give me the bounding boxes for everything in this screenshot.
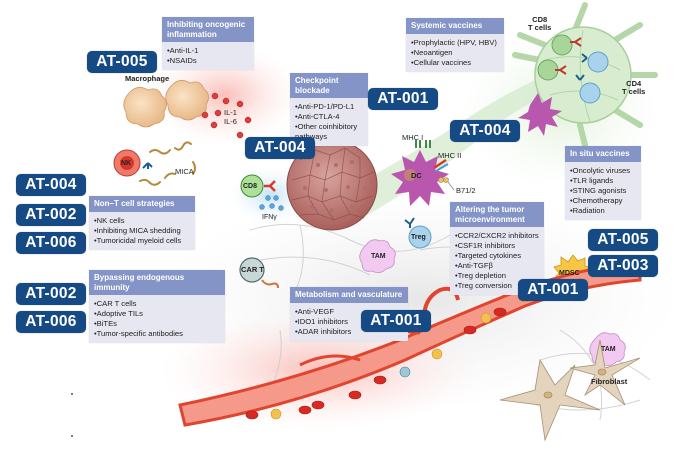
box-title: Altering the tumor microenvironment [450, 202, 544, 227]
code-badge-metabolism[interactable]: AT-001 [361, 310, 431, 332]
macrophage-label: Macrophage [125, 74, 170, 83]
box-title: Systemic vaccines [406, 18, 504, 34]
cd8-t-cells-label: CD8 T cells [528, 15, 552, 32]
code-badge-mdsc-1[interactable]: AT-005 [588, 229, 658, 251]
box-item: NK cells [94, 216, 190, 226]
box-title: Checkpoint blockade [290, 73, 368, 98]
code-badge-bypass-2[interactable]: AT-006 [16, 311, 86, 333]
box-item: Anti-IL-1 [167, 46, 249, 56]
mhc1-label: MHC I [402, 133, 424, 142]
cd4-t-cells-label: CD4 T cells [622, 79, 646, 96]
box-item: Chemotherapy [570, 196, 636, 206]
code-badge-bypass-1[interactable]: AT-002 [16, 283, 86, 305]
box-title: Bypassing endogenous immunity [89, 270, 225, 295]
box-item: Anti-CTLA-4 [295, 112, 363, 122]
box-item: Inhibiting MICA shedding [94, 226, 190, 236]
box-checkpoint: Checkpoint blockade Anti-PD-1/PD-L1 Anti… [290, 73, 368, 146]
box-item: Treg depletion [455, 271, 539, 281]
mdsc-label: MDSC [559, 270, 580, 277]
box-item: CCR2/CXCR2 inhibitors [455, 231, 539, 241]
box-item: TLR ligands [570, 176, 636, 186]
cd8-label: CD8 [243, 183, 258, 190]
box-item: Adoptive TILs [94, 309, 220, 319]
box-title: Metabolism and vasculature [290, 287, 408, 303]
dendritic-cell-migrating [518, 93, 562, 136]
box-item: CSF1R inhibitors [455, 241, 539, 251]
box-item: Tumoricidal myeloid cells [94, 236, 190, 246]
nk-label: NK [121, 160, 132, 167]
car-t-cell [239, 257, 279, 289]
box-item: ADAR inhibitors [295, 327, 403, 337]
box-item: STING agonists [570, 186, 636, 196]
mica-label: MICA [175, 167, 194, 176]
box-non-t-cell: Non–T cell strategies NK cells Inhibitin… [89, 196, 195, 250]
lymph-path [330, 70, 570, 225]
box-item: Oncolytic viruses [570, 166, 636, 176]
ifng-dots [259, 195, 284, 211]
code-badge-mdsc-2[interactable]: AT-003 [588, 255, 658, 277]
box-item: Radiation [570, 206, 636, 216]
box-item: Other coinhibitory pathways [295, 122, 365, 142]
code-badge-tumor[interactable]: AT-004 [245, 137, 315, 159]
box-bypassing: Bypassing endogenous immunity CAR T cell… [89, 270, 225, 343]
treg-label: Treg [411, 234, 426, 241]
tam-cell [359, 239, 396, 273]
box-item: Anti-VEGF [295, 307, 403, 317]
box-systemic-vaccines: Systemic vaccines Prophylactic (HPV, HBV… [406, 18, 504, 72]
lymph-node [512, 2, 658, 148]
stray-mark [71, 393, 73, 395]
box-item: CAR T cells [94, 299, 220, 309]
il6-label: IL-6 [224, 117, 237, 126]
nk-cell [113, 149, 153, 177]
box-inflammation: Inhibiting oncogenic inflammation Anti-I… [162, 17, 254, 70]
code-badge-inflammation[interactable]: AT-005 [87, 51, 157, 73]
b71-label: B71/2 [456, 186, 476, 195]
code-badge-non-t-3[interactable]: AT-006 [16, 232, 86, 254]
box-item: IDO1 inhibitors [295, 317, 403, 327]
box-metabolism: Metabolism and vasculature Anti-VEGF IDO… [290, 287, 408, 341]
dendritic-cell [391, 140, 455, 206]
box-item: Anti-PD-1/PD-L1 [295, 102, 363, 112]
ifng-label: IFNγ [262, 214, 277, 221]
fibroblasts [499, 339, 641, 442]
tam-label-2: TAM [601, 346, 616, 353]
box-in-situ-vaccines: In situ vaccines Oncolytic viruses TLR l… [565, 146, 641, 220]
mica-fragments [139, 141, 196, 186]
box-item: Targeted cytokines [455, 251, 539, 261]
fibroblast-label: Fibroblast [591, 377, 628, 386]
code-badge-non-t-1[interactable]: AT-004 [16, 174, 86, 196]
box-item: Tumor-specific antibodies [94, 329, 220, 339]
box-item: BiTEs [94, 319, 220, 329]
il1-label: IL-1 [224, 108, 237, 117]
tam-label: TAM [371, 253, 386, 260]
code-badge-tme[interactable]: AT-001 [518, 279, 588, 301]
box-item: Prophylactic (HPV, HBV) [411, 38, 499, 48]
cytokine-dots [201, 92, 252, 139]
treg-cell [404, 217, 432, 249]
stray-mark [71, 435, 73, 437]
box-item: NSAIDs [167, 56, 249, 66]
car-t-label: CAR T [241, 265, 264, 274]
dc-label: DC [411, 171, 422, 180]
box-title: In situ vaccines [565, 146, 641, 162]
cd8-cell [240, 174, 276, 198]
code-badge-non-t-2[interactable]: AT-002 [16, 204, 86, 226]
code-badge-checkpoint[interactable]: AT-001 [368, 88, 438, 110]
box-item: Anti-TGFβ [455, 261, 539, 271]
code-badge-dc[interactable]: AT-004 [450, 120, 520, 142]
box-title: Non–T cell strategies [89, 196, 195, 212]
box-item: Neoantigen [411, 48, 499, 58]
box-item: Cellular vaccines [411, 58, 499, 68]
mhc2-label: MHC II [438, 151, 462, 160]
box-title: Inhibiting oncogenic inflammation [162, 17, 254, 42]
macrophage-cells [123, 80, 209, 128]
box-item: Treg conversion [455, 281, 539, 291]
